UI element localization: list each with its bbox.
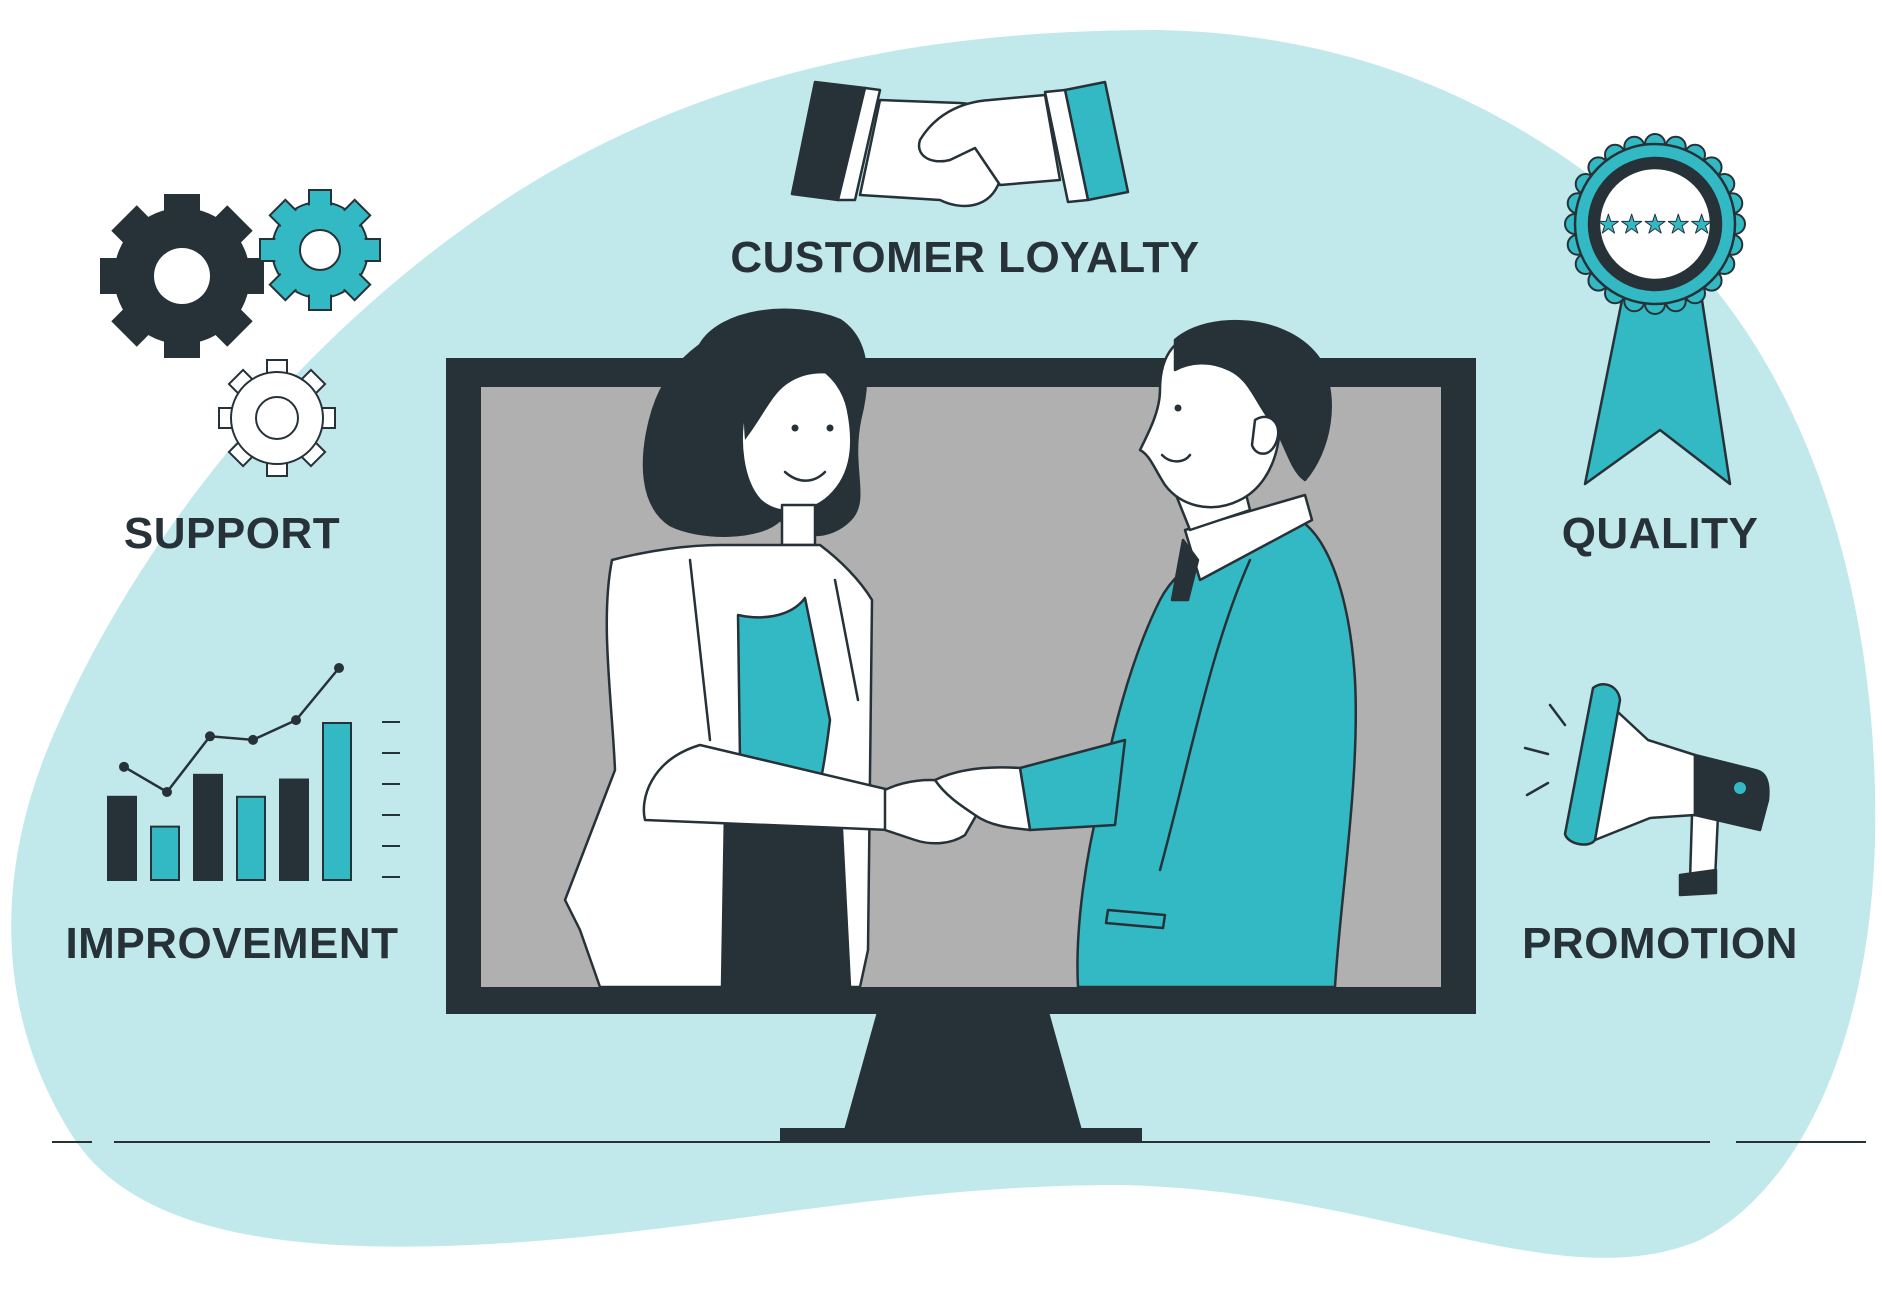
man-ear	[1250, 415, 1280, 455]
trend-point	[248, 734, 258, 745]
megaphone-grip	[1678, 868, 1718, 897]
badge-center	[1597, 166, 1713, 282]
woman-hair-fringe	[743, 348, 852, 440]
trend-point	[162, 787, 172, 797]
trend-point	[334, 663, 344, 673]
woman-eye	[791, 424, 799, 432]
monitor-stand	[844, 1008, 1082, 1130]
man-hair	[1173, 319, 1332, 482]
woman-figure	[563, 308, 892, 989]
woman-arm	[642, 743, 892, 832]
man-lapel	[1158, 558, 1252, 872]
label-customer-loyalty: CUSTOMER LOYALTY	[730, 233, 1199, 282]
woman-smile	[783, 470, 827, 482]
man-smile	[1160, 453, 1192, 463]
sound-line	[1525, 781, 1550, 797]
chart-bar	[279, 778, 309, 882]
trend-point	[291, 715, 301, 726]
rating-stars: ★★★★★	[1597, 210, 1714, 240]
ribbon-badge-icon: ★★★★★	[1564, 133, 1746, 486]
gear-teal-icon	[259, 189, 381, 311]
monitor-base	[780, 1128, 1142, 1142]
handshake-left-sleeve	[836, 86, 882, 202]
woman-eye	[826, 424, 834, 432]
gear-large-icon	[100, 194, 264, 358]
handshake-right-sleeve	[1043, 88, 1090, 204]
hand-man	[933, 766, 1032, 832]
label-quality: QUALITY	[1562, 509, 1759, 558]
woman-pants	[720, 808, 852, 989]
woman-lapel	[688, 558, 712, 742]
megaphone-body	[1563, 683, 1622, 846]
man-pocket	[1104, 908, 1167, 930]
chart-bar	[236, 795, 266, 881]
sound-line	[1523, 746, 1550, 756]
megaphone-icon	[1523, 683, 1770, 897]
gears-icon	[100, 189, 381, 477]
man-eye	[1174, 404, 1182, 412]
megaphone-bell	[1693, 753, 1770, 832]
woman-neck	[780, 503, 817, 547]
gear-small-icon	[218, 359, 336, 477]
chart-tick-marks	[382, 721, 400, 878]
man-tie	[1170, 538, 1200, 602]
trend-line	[123, 667, 340, 794]
woman-lapel	[833, 578, 860, 702]
chart-bar	[150, 825, 180, 881]
label-improvement: IMPROVEMENT	[65, 919, 398, 968]
man-figure	[1018, 319, 1358, 989]
label-promotion: PROMOTION	[1522, 919, 1798, 968]
handshake-icon	[790, 80, 1130, 208]
sound-line	[1548, 703, 1567, 727]
trend-point	[119, 761, 129, 772]
chart-bar	[322, 722, 352, 881]
chart-bar	[107, 795, 137, 881]
chart-bar	[193, 773, 223, 881]
label-support: SUPPORT	[124, 509, 340, 558]
bar-chart-icon	[107, 663, 352, 882]
handshake-right-hand	[917, 93, 1062, 187]
megaphone-dot	[1734, 782, 1746, 794]
trend-point	[205, 731, 215, 742]
handshake-hands	[883, 766, 1032, 845]
